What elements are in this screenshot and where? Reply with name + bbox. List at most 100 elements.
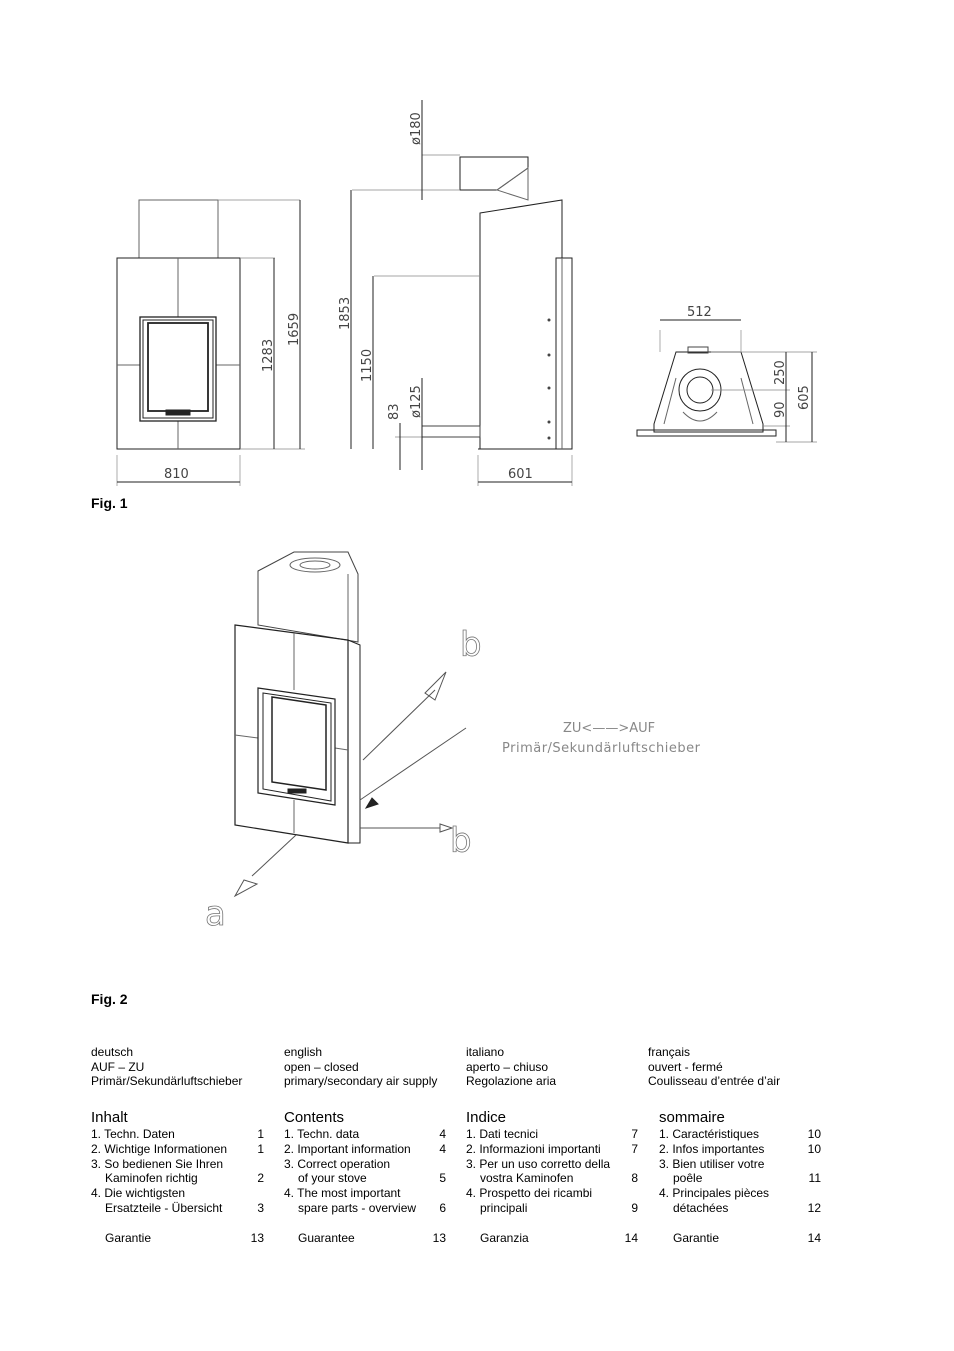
toc-entry-text — [659, 1216, 821, 1231]
arrow-label-b-top: b — [460, 625, 482, 665]
toc-entry-text: 3. Correct operation — [284, 1156, 391, 1171]
lang-name: italiano — [466, 1045, 505, 1059]
toc-page-number: 14 — [807, 1230, 821, 1245]
toc-page-number: 7 — [631, 1141, 638, 1156]
toc-entry: 2. Infos importantes 10 — [659, 1142, 821, 1157]
toc-entry-text: 4. Principales pièces — [659, 1186, 770, 1201]
toc-page-number: 1 — [257, 1127, 264, 1141]
toc-entry-text: 2. Important information — [284, 1141, 411, 1156]
toc-entry-text: 2. Wichtige Informationen — [91, 1141, 228, 1156]
toc-page-number: 10 — [807, 1141, 821, 1156]
arrow-label-b-bottom: b — [450, 821, 472, 861]
toc-entry-text: 1. Techn. data — [284, 1127, 360, 1141]
lang-name: deutsch — [91, 1045, 134, 1059]
toc-page-number: 8 — [631, 1171, 638, 1186]
toc-entry-text: 2. Informazioni importanti — [466, 1141, 601, 1156]
dim-1150: 1150 — [360, 349, 375, 382]
dim-90: 90 — [773, 401, 788, 418]
toc-entry-text: Guarantee — [298, 1230, 355, 1245]
toc-page-number: 6 — [439, 1200, 446, 1215]
toc-entry: Garantie 13 — [91, 1216, 264, 1246]
toc-page-number: 11 — [808, 1171, 821, 1186]
toc-entry-text: 1. Caractéristiques — [659, 1127, 760, 1141]
toc-page-number: 5 — [439, 1171, 446, 1186]
dim-1853: 1853 — [338, 297, 353, 330]
toc-entry-text: principali — [480, 1200, 528, 1215]
lang-line1: open – closed — [284, 1059, 359, 1074]
toc-entry-text: 3. So bedienen Sie Ihren — [91, 1156, 224, 1171]
toc-page-number: 14 — [624, 1230, 638, 1245]
toc-page-number: 13 — [250, 1230, 264, 1245]
toc-entry-text: vostra Kaminofen — [480, 1171, 574, 1186]
toc-entry-text: 3. Per un uso corretto della — [466, 1156, 611, 1171]
dim-1659: 1659 — [287, 313, 302, 346]
lang-col-it: italiano aperto – chiuso Regolazione ari… — [466, 1045, 556, 1089]
top-view-drawing — [636, 319, 817, 443]
dim-605: 605 — [797, 385, 812, 410]
toc-page-number: 4 — [439, 1141, 446, 1156]
callout-line2: Primär/Sekundärluftschieber — [502, 741, 701, 756]
toc-entry-text — [466, 1216, 638, 1231]
toc-title: Inhalt — [91, 1109, 128, 1126]
lang-name: français — [648, 1045, 691, 1059]
toc-page-number: 3 — [257, 1200, 264, 1215]
toc-entry-text: 4. Prospetto dei ricambi — [466, 1186, 593, 1201]
dim-810: 810 — [164, 467, 189, 482]
toc-entry-text — [284, 1216, 446, 1231]
toc-page-number: 1 — [257, 1141, 264, 1156]
dim-180: ø180 — [409, 112, 424, 145]
toc-entry: 2. Wichtige Informationen 1 — [91, 1142, 264, 1157]
toc-page-number: 12 — [807, 1200, 821, 1215]
toc-page-number: 9 — [631, 1200, 638, 1215]
lang-col-de: deutsch AUF – ZU Primär/Sekundärluftschi… — [91, 1045, 242, 1089]
lang-line2: Coulisseau d’entrée d’air — [648, 1074, 781, 1088]
lang-line2: Regolazione aria — [466, 1074, 557, 1088]
toc-entry-text: of your stove — [298, 1171, 367, 1186]
toc-entry-text: détachées — [673, 1200, 729, 1215]
front-view-drawing — [116, 199, 305, 486]
toc-entry-text: Kaminofen richtig — [105, 1171, 198, 1186]
toc-entry-text: 1. Techn. Daten — [91, 1127, 175, 1141]
toc-entry: Garanzia 14 — [466, 1216, 638, 1246]
toc-entry-text: 2. Infos importantes — [659, 1141, 765, 1156]
toc-entry-text: 3. Bien utiliser votre — [659, 1156, 765, 1171]
lang-line2: primary/secondary air supply — [284, 1074, 438, 1088]
dim-1283: 1283 — [261, 339, 276, 372]
toc-entry: Guarantee 13 — [284, 1216, 446, 1246]
callout-line1: ZU<——>AUF — [563, 721, 655, 736]
toc-entry: 2. Important information 4 — [284, 1142, 446, 1157]
toc-entry: 2. Informazioni importanti 7 — [466, 1142, 638, 1157]
toc-entry-text: Garanzia — [480, 1230, 529, 1245]
lang-line1: aperto – chiuso — [466, 1059, 549, 1074]
toc-page-number: 13 — [432, 1230, 446, 1245]
toc-title: sommaire — [659, 1109, 725, 1126]
toc-entry-text — [91, 1216, 264, 1231]
toc-entry: 1. Techn. Daten 1 — [91, 1127, 264, 1142]
lang-line1: AUF – ZU — [91, 1059, 145, 1074]
toc-page-number: 2 — [257, 1171, 264, 1186]
toc-page-number: 7 — [631, 1127, 638, 1141]
lang-col-fr: français ouvert - fermé Coulisseau d’ent… — [648, 1045, 780, 1089]
arrow-label-a: a — [205, 894, 226, 934]
dim-512: 512 — [687, 305, 712, 320]
dim-250: 250 — [773, 360, 788, 385]
toc-entry-text: Garantie — [105, 1230, 152, 1245]
toc-entry-text: poêle — [673, 1171, 703, 1186]
perspective-drawing — [233, 551, 467, 898]
